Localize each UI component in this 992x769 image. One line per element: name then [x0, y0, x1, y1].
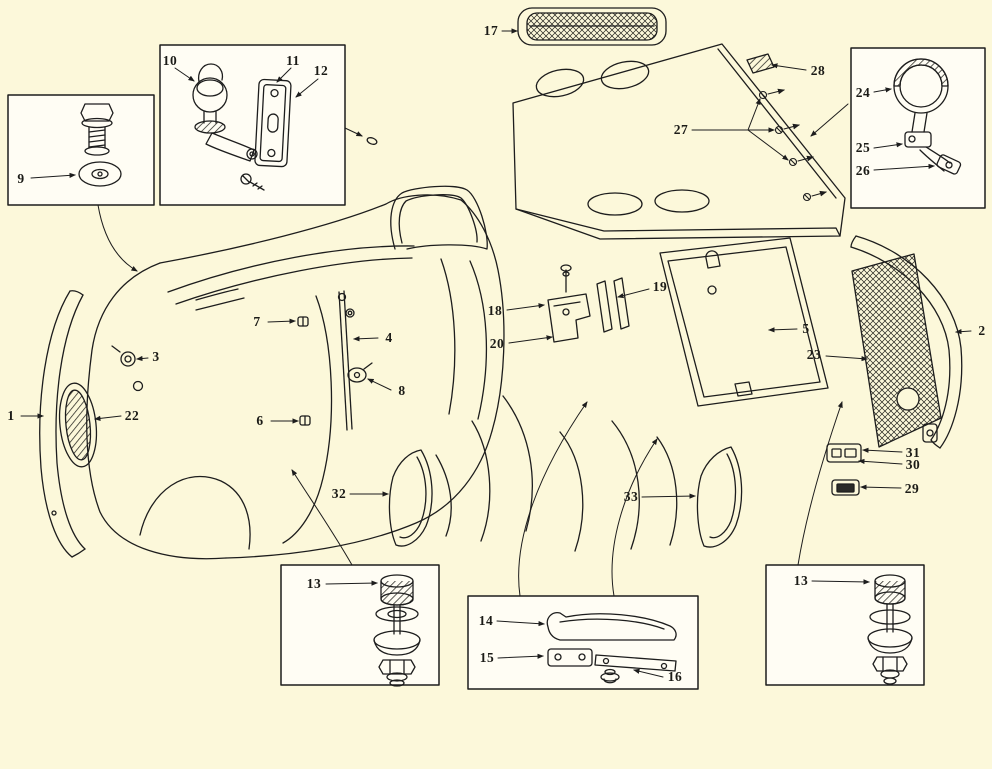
clip-part-6 [299, 415, 311, 426]
leader-lines [20, 28, 972, 678]
roof-screws [758, 88, 828, 202]
part-label-24: 24 [855, 85, 871, 100]
part-label-13-left: 13 [306, 576, 322, 591]
part-label-23: 23 [806, 347, 822, 362]
part-label-29: 29 [904, 481, 920, 496]
part-label-30: 30 [905, 457, 921, 472]
bracket-part-8 [347, 362, 373, 383]
part-label-6: 6 [256, 413, 264, 428]
part-label-28: 28 [810, 63, 826, 78]
door-inner-panel-part-5 [659, 237, 829, 407]
part-label-14: 14 [478, 613, 494, 628]
part-label-22: 22 [124, 408, 140, 423]
part-label-19: 19 [652, 279, 668, 294]
fender-strip-part-1 [39, 290, 86, 558]
part-label-11: 11 [286, 53, 300, 68]
mount-brackets-18-19-20 [547, 264, 630, 343]
part-label-33: 33 [623, 489, 639, 504]
latch-assembly-parts-10-11-12 [192, 63, 378, 191]
part-label-26: 26 [855, 163, 871, 178]
quarter-window-part-33 [696, 446, 743, 548]
hinge-parts-14-15-16 [546, 612, 677, 684]
part-label-13-right: 13 [793, 573, 809, 588]
part-label-9: 9 [17, 171, 25, 186]
part-label-7: 7 [253, 314, 261, 329]
part-label-2: 2 [978, 323, 986, 338]
part-label-10: 10 [162, 53, 178, 68]
part-label-18: 18 [487, 303, 503, 318]
inset-boxes [7, 44, 986, 690]
part-label-17: 17 [483, 23, 499, 38]
part-label-16: 16 [667, 669, 683, 684]
switch-part-29 [831, 479, 860, 496]
part-label-1: 1 [7, 408, 15, 423]
hatched-panel-part-23 [851, 253, 942, 448]
clip-part-7 [297, 316, 309, 327]
vent-grille-part-17 [517, 7, 667, 46]
bolt-assembly-part-9 [78, 103, 122, 187]
quarter-window-part-32 [388, 449, 433, 547]
grommet-stack-right-part-13 [867, 574, 913, 685]
part-label-4: 4 [385, 330, 393, 345]
part-label-8: 8 [398, 383, 406, 398]
part-label-3: 3 [152, 349, 160, 364]
part-label-31: 31 [905, 445, 921, 460]
part-label-12: 12 [313, 63, 329, 78]
roof-panel-part-27 [512, 43, 846, 240]
part-label-27: 27 [673, 122, 689, 137]
part-label-32: 32 [331, 486, 347, 501]
switch-parts-31-30 [826, 443, 862, 463]
part-label-15: 15 [479, 650, 495, 665]
part-label-5: 5 [802, 321, 810, 336]
grommet-stack-left-part-13 [373, 574, 421, 687]
part-label-25: 25 [855, 140, 871, 155]
grille-oval-part-22 [58, 382, 98, 468]
part-label-20: 20 [489, 336, 505, 351]
mirror-assembly-parts-24-25-26 [893, 58, 962, 175]
window-channel-part-4 [337, 290, 355, 431]
